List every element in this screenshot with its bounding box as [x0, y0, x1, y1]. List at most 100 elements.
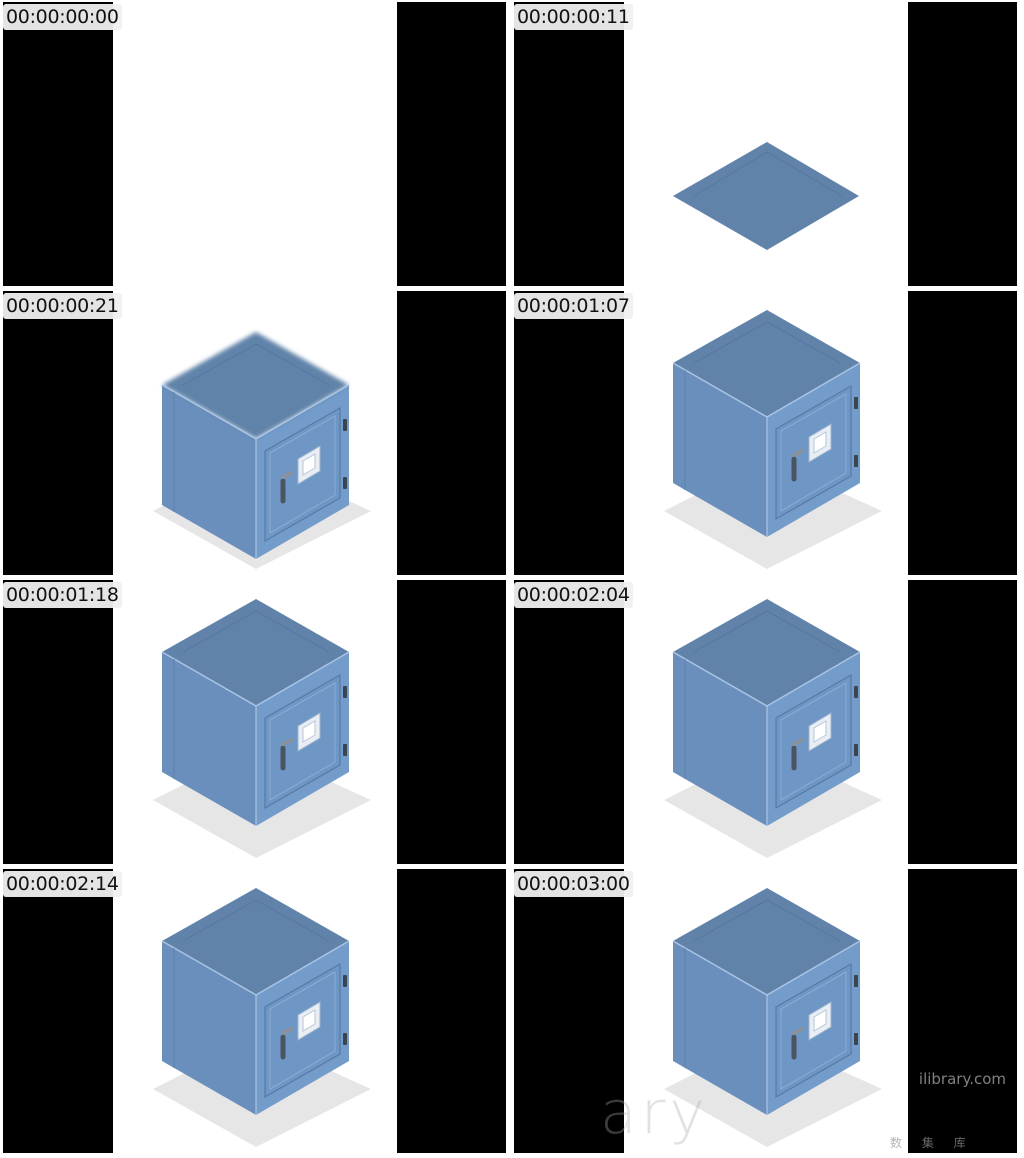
- safe-graphic-blurred: [153, 332, 371, 569]
- letterbox-right: [908, 2, 1017, 286]
- letterbox-right: [397, 869, 506, 1153]
- frame-stage: [113, 291, 397, 575]
- safe-body: [161, 332, 350, 559]
- safe-top-face: [162, 599, 349, 706]
- frame-2: 00:00:00:11: [511, 2, 1017, 286]
- hinge-icon: [343, 744, 347, 756]
- safe-top-face: [162, 888, 349, 995]
- keypad-center: [302, 720, 316, 743]
- frame-8: 00:00:03:00: [511, 869, 1017, 1153]
- timestamp-label: 00:00:00:00: [3, 4, 122, 30]
- hinge-icon: [343, 1033, 347, 1045]
- safe-door-inset: [269, 415, 336, 534]
- hinge-icon: [343, 477, 347, 489]
- handle-knob: [281, 1027, 293, 1035]
- hinge-icon: [854, 686, 858, 698]
- letterbox-right: [397, 2, 506, 286]
- frame-stage: [624, 2, 908, 286]
- handle-knob: [281, 738, 293, 746]
- frame-stage: [624, 580, 908, 864]
- safe-left-face: [673, 363, 767, 537]
- letterbox-right: [397, 580, 506, 864]
- letterbox-right: [908, 580, 1017, 864]
- safe-door-inset: [269, 682, 336, 801]
- frame-stage: [113, 580, 397, 864]
- letterbox-left: [3, 580, 113, 864]
- frame-stage: [624, 869, 908, 1153]
- safe-left-face: [162, 385, 256, 559]
- handle-knob: [792, 449, 804, 457]
- timestamp-label: 00:00:00:11: [514, 4, 633, 30]
- hinge-icon: [854, 1033, 858, 1045]
- safe-body: [672, 310, 861, 537]
- hinge-icon: [343, 419, 347, 431]
- timestamp-label: 00:00:03:00: [514, 871, 633, 897]
- safe-graphic: [664, 599, 882, 858]
- letterbox-right: [908, 291, 1017, 575]
- safe-floor-graphic: [673, 142, 859, 250]
- safe-left-face: [673, 652, 767, 826]
- safe-body: [672, 599, 861, 826]
- hinge-icon: [854, 397, 858, 409]
- hinge-icon: [343, 975, 347, 987]
- keypad-center: [813, 720, 827, 743]
- safe-door-inset: [780, 682, 847, 801]
- keypad-center: [302, 1009, 316, 1032]
- letterbox-left: [3, 291, 113, 575]
- letterbox-left: [514, 291, 624, 575]
- frame-1: 00:00:00:00: [0, 2, 506, 286]
- safe-top-face: [673, 310, 860, 417]
- safe-body: [161, 888, 350, 1115]
- safe-door-inset: [269, 971, 336, 1090]
- keypad-center: [302, 453, 316, 476]
- safe-body: [161, 599, 350, 826]
- safe-top-face: [162, 332, 349, 439]
- frame-stage: [113, 869, 397, 1153]
- safe-top-trim: [693, 610, 841, 653]
- frame-stage: [113, 2, 397, 286]
- letterbox-left: [514, 580, 624, 864]
- letterbox-left: [3, 2, 113, 286]
- hinge-icon: [854, 455, 858, 467]
- safe-graphic: [664, 888, 882, 1147]
- keypad-center: [813, 431, 827, 454]
- timestamp-label: 00:00:02:04: [514, 582, 633, 608]
- safe-door-inset: [780, 971, 847, 1090]
- safe-top-face: [673, 599, 860, 706]
- safe-graphic: [153, 888, 371, 1147]
- safe-top-trim: [182, 899, 330, 942]
- safe-left-face: [162, 941, 256, 1115]
- frame-6: 00:00:02:04: [511, 580, 1017, 864]
- letterbox-right: [908, 869, 1017, 1153]
- safe-left-face: [162, 652, 256, 826]
- timestamp-label: 00:00:01:18: [3, 582, 122, 608]
- timestamp-label: 00:00:02:14: [3, 871, 122, 897]
- timestamp-label: 00:00:01:07: [514, 293, 633, 319]
- safe-top-trim: [693, 321, 841, 364]
- letterbox-right: [397, 291, 506, 575]
- safe-body: [672, 888, 861, 1115]
- handle-knob: [792, 738, 804, 746]
- safe-left-face: [673, 941, 767, 1115]
- frame-7: 00:00:02:14: [0, 869, 506, 1153]
- frame-stage: [624, 291, 908, 575]
- safe-graphic: [153, 599, 371, 858]
- handle-knob: [281, 471, 293, 479]
- frame-5: 00:00:01:18: [0, 580, 506, 864]
- frame-3: 00:00:00:21: [0, 291, 506, 575]
- handle-knob: [792, 1027, 804, 1035]
- letterbox-left: [3, 869, 113, 1153]
- keypad-center: [813, 1009, 827, 1032]
- hinge-icon: [854, 744, 858, 756]
- safe-door-inset: [780, 393, 847, 512]
- safe-top-trim: [182, 610, 330, 653]
- letterbox-left: [514, 869, 624, 1153]
- safe-top-trim: [693, 899, 841, 942]
- safe-top-face: [673, 888, 860, 995]
- frame-4: 00:00:01:07: [511, 291, 1017, 575]
- timestamp-label: 00:00:00:21: [3, 293, 122, 319]
- hinge-icon: [854, 975, 858, 987]
- hinge-icon: [343, 686, 347, 698]
- safe-graphic: [664, 310, 882, 569]
